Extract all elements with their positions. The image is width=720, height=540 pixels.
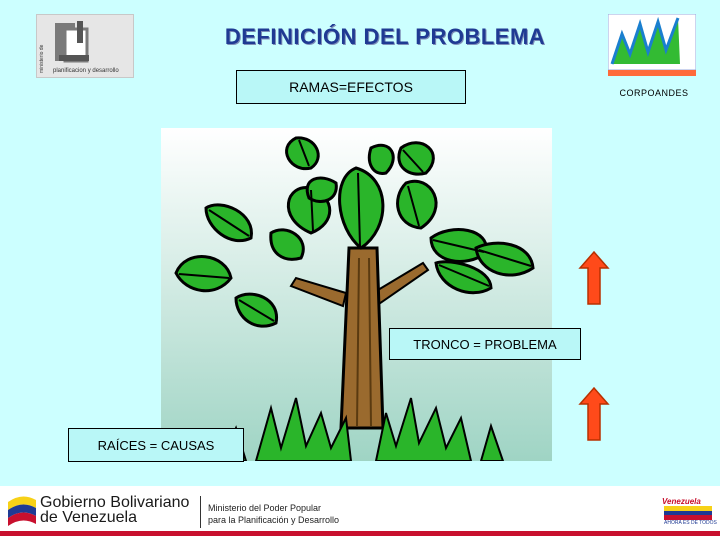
footer-red-stripe (0, 531, 720, 536)
venezuela-logo-text: Venezuela (662, 497, 701, 506)
ramas-label-box: RAMAS=EFECTOS (236, 70, 466, 104)
venezuela-logo-sub: AHORA ES DE TODOS (664, 520, 717, 526)
tronco-label: TRONCO = PROBLEMA (413, 336, 557, 352)
corpoandes-name: CORPOANDES (619, 88, 689, 98)
venezuela-flag-icon (8, 496, 36, 526)
ministry-name-line1: Ministerio del Poder Popular (208, 503, 322, 513)
up-arrow-icon (578, 386, 610, 441)
footer-divider (200, 496, 201, 528)
gov-name-line1: Gobierno Bolivariano (40, 494, 190, 511)
ministry-name-line2: para la Planificación y Desarrollo (208, 515, 340, 525)
up-arrow-icon (578, 250, 610, 305)
gov-name-line2: de Venezuela (40, 509, 137, 526)
ministry-logo-mark (55, 21, 89, 63)
ramas-label: RAMAS=EFECTOS (289, 79, 413, 95)
raices-label-box: RAÍCES = CAUSAS (68, 428, 244, 462)
ministry-logo-caption: planificacion y desarrollo (53, 68, 119, 74)
ministry-logo: ministerio de planificacion y desarrollo (36, 14, 134, 78)
corpoandes-logo (608, 14, 696, 76)
tronco-label-box: TRONCO = PROBLEMA (389, 328, 581, 360)
tree-illustration (161, 128, 552, 461)
venezuela-logo-mark (664, 506, 712, 520)
page-title: DEFINICIÓN DEL PROBLEMA (224, 24, 546, 49)
raices-label: RAÍCES = CAUSAS (97, 437, 215, 453)
